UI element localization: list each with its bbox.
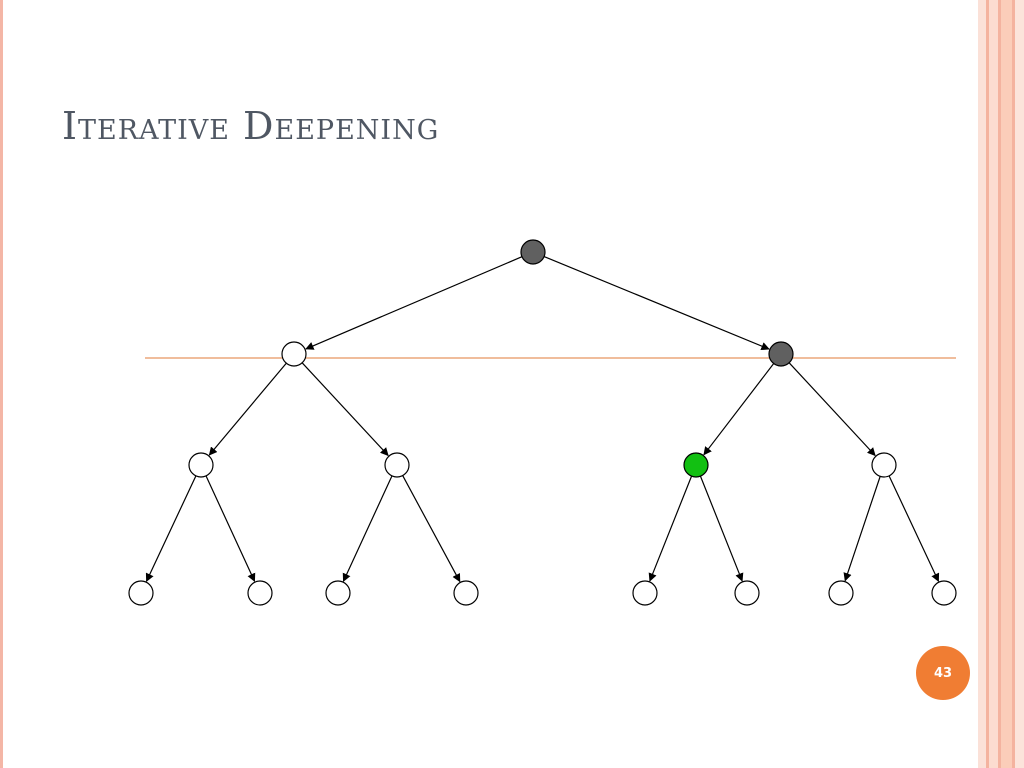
tree-node-unvisited-n6	[871, 452, 897, 478]
tree-node-unvisited-n12	[734, 580, 760, 606]
tree-node-unvisited-n13	[828, 580, 854, 606]
page-number-badge: 43	[916, 646, 970, 700]
tree-edge-n2-n6	[788, 362, 876, 457]
tree-node-unvisited-n9	[325, 580, 351, 606]
tree-edge-n4-n9	[342, 475, 393, 582]
slide-title: Iterative Deepening	[62, 104, 440, 148]
tree-node-unvisited-n14	[931, 580, 957, 606]
tree-edge-n3-n7	[145, 475, 197, 582]
tree-edge-n5-n11	[648, 475, 693, 582]
tree-edge-n5-n12	[699, 475, 744, 582]
tree-node-unvisited-n10	[453, 580, 479, 606]
tree-node-unvisited-n8	[247, 580, 273, 606]
left-border	[0, 0, 3, 768]
tree-edge-n6-n14	[888, 475, 940, 582]
tree-node-unvisited-n11	[632, 580, 658, 606]
tree-node-goal-n5	[683, 452, 709, 478]
tree-edge-n1-n4	[301, 362, 389, 457]
right-border-decoration	[978, 0, 1024, 768]
tree-edge-n1-n3	[208, 362, 287, 456]
tree-node-unvisited-n4	[384, 452, 410, 478]
tree-edge-n0-n2	[543, 256, 770, 351]
tree-edge-n6-n13	[843, 476, 881, 582]
tree-node-unvisited-n3	[188, 452, 214, 478]
tree-node-expanded-n2	[768, 341, 794, 367]
tree-node-unvisited-n7	[128, 580, 154, 606]
tree-edge-n4-n10	[402, 475, 461, 583]
tree-edge-n3-n8	[205, 475, 256, 582]
tree-edge-n2-n5	[703, 363, 775, 456]
tree-node-expanded-n0	[520, 239, 546, 265]
tree-node-unvisited-n1	[281, 341, 307, 367]
tree-edge-n0-n1	[305, 256, 523, 350]
